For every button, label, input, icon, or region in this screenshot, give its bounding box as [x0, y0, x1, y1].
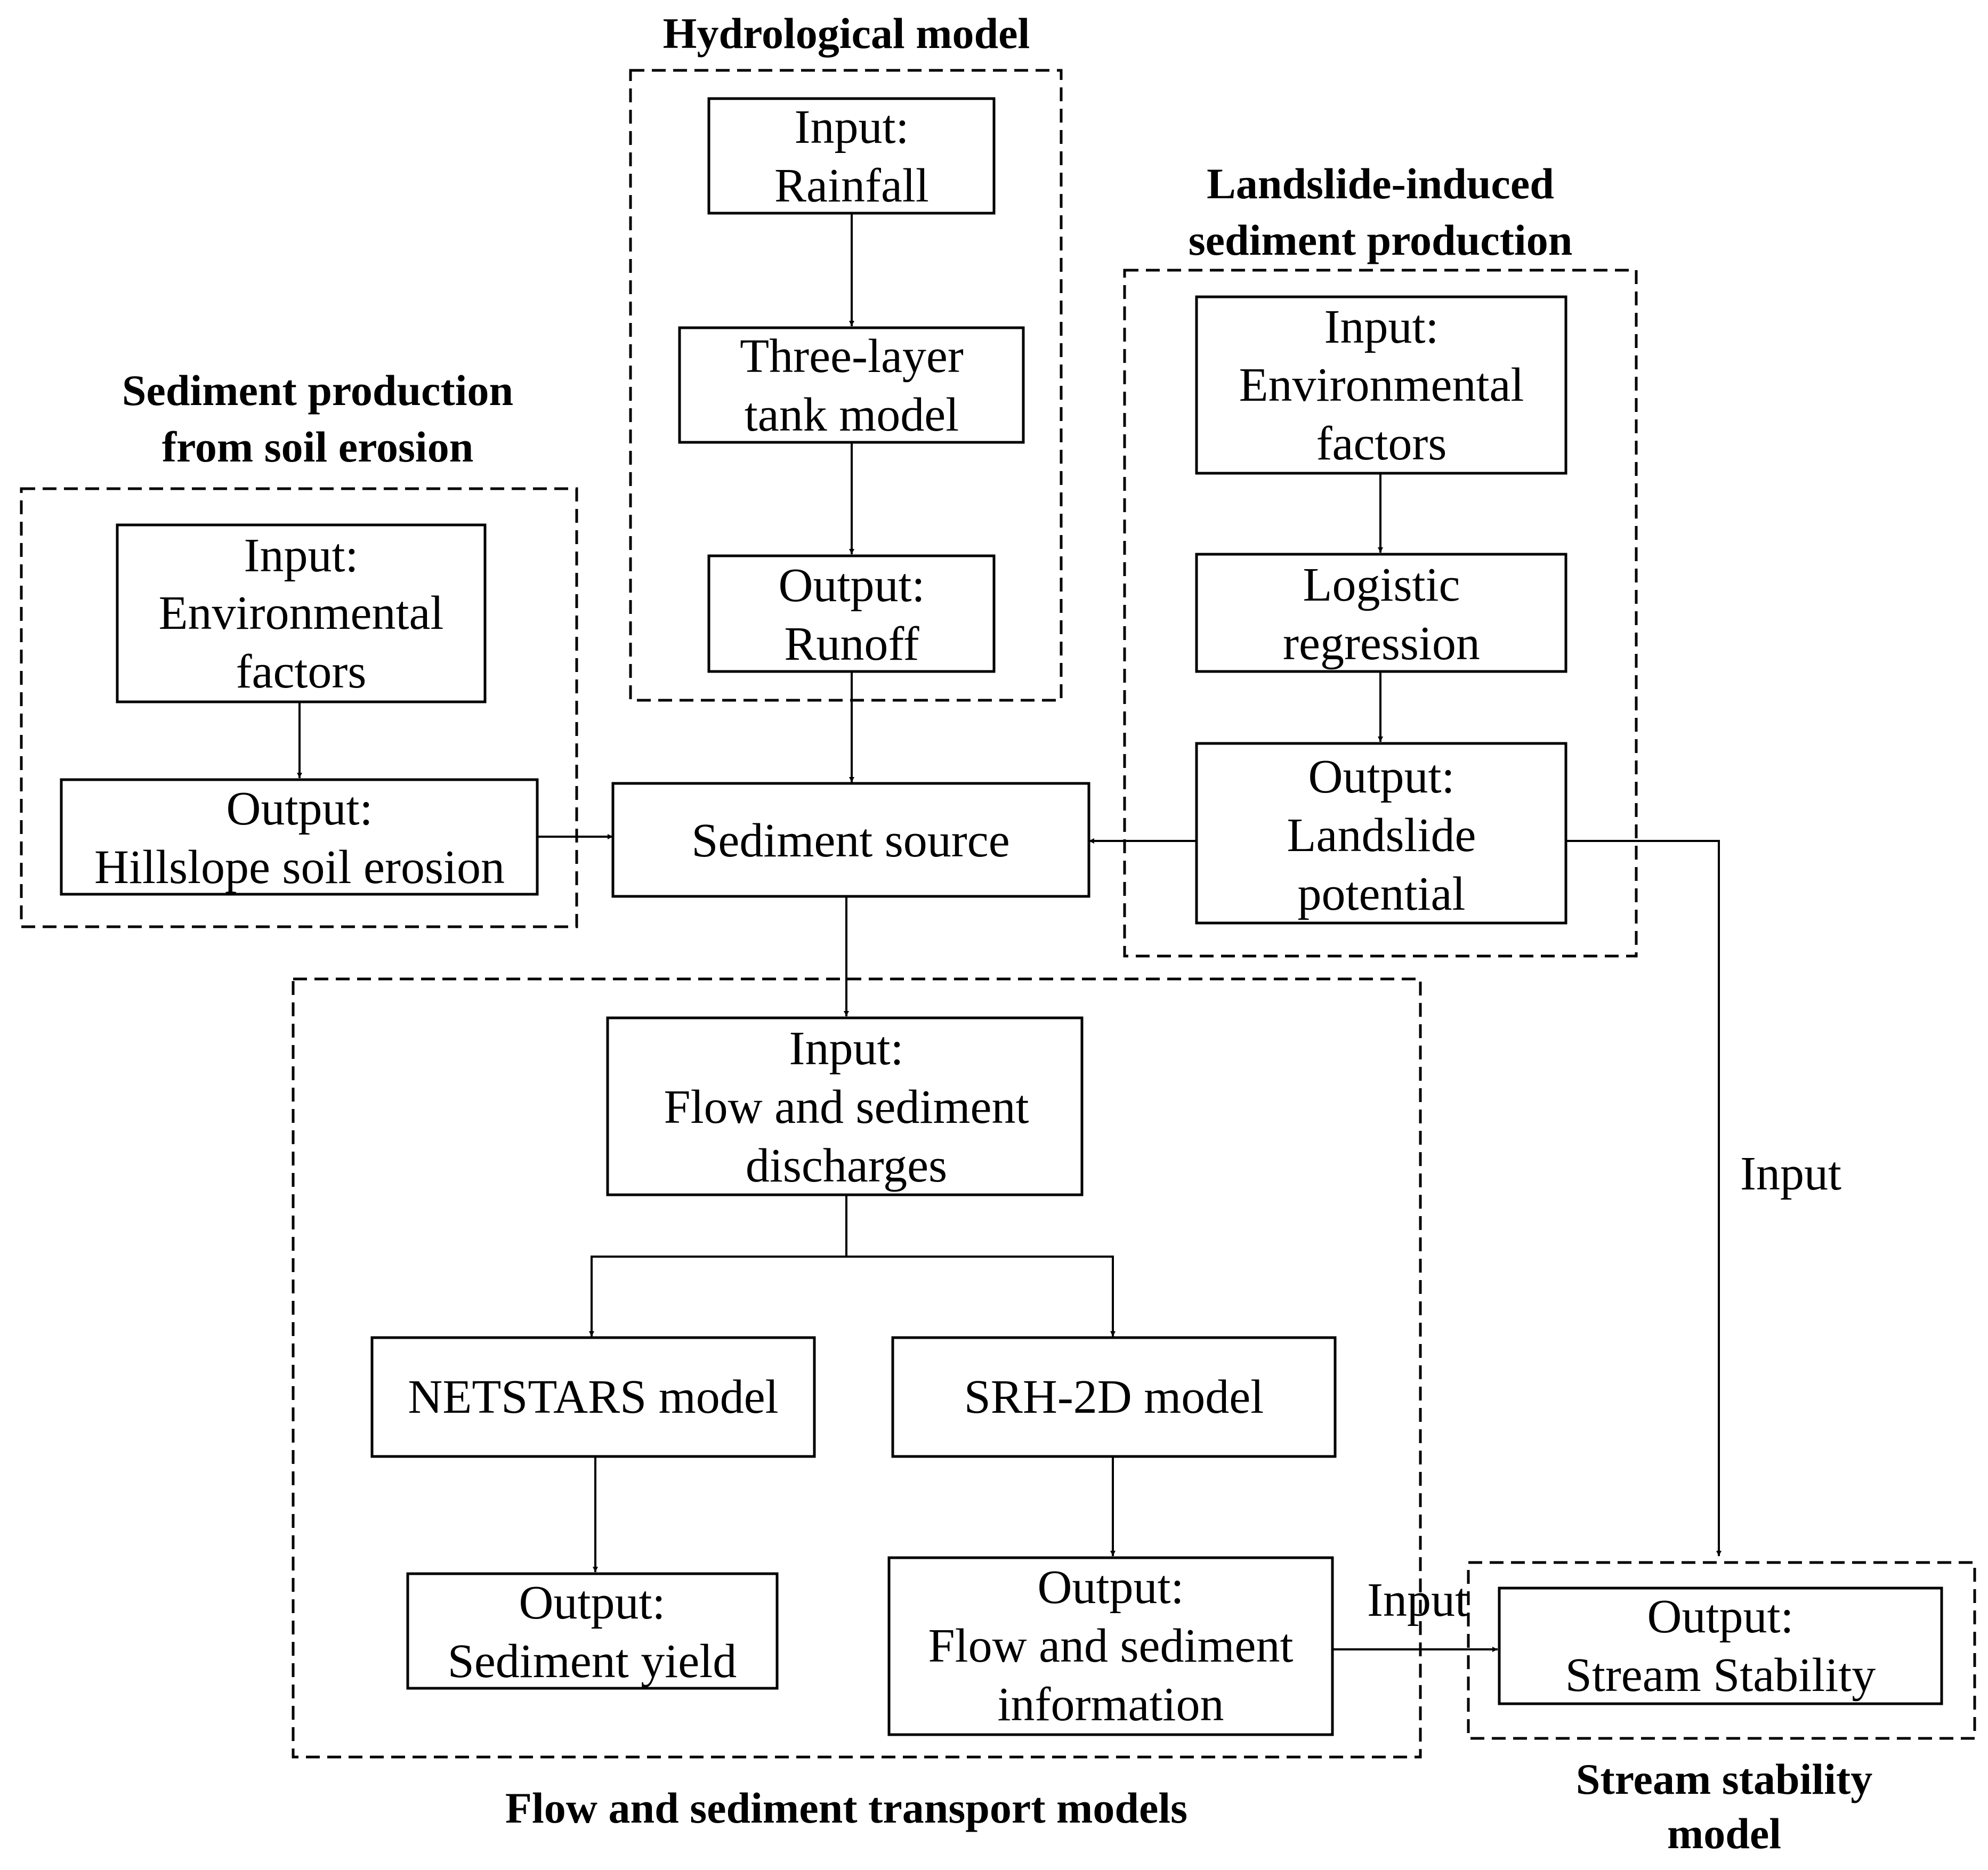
tank-model-line1: Three-layer	[740, 330, 964, 383]
flow-sediment-information-output-box	[887, 1556, 1334, 1736]
stream-stability-title-line2: model	[1667, 1809, 1781, 1858]
sediment-yield-output-box	[406, 1572, 779, 1690]
netstars-model-box	[370, 1336, 816, 1458]
soil-erosion-group	[20, 487, 578, 928]
hillslope-output-label: Output:	[226, 782, 373, 835]
stream-stability-output-box	[1498, 1586, 1943, 1705]
runoff-output-label: Output:	[778, 559, 925, 612]
landslide-environmental-input-box	[1195, 295, 1567, 475]
landslide-output-line2: Landslide	[1287, 809, 1476, 862]
sediment-yield-label: Output:	[519, 1576, 665, 1629]
flow-info-line1: Output:	[1037, 1561, 1184, 1614]
rainfall-input-box	[707, 97, 996, 215]
flow-sediment-input-box	[606, 1016, 1084, 1196]
transport-models-group	[292, 977, 1422, 1759]
logistic-line2: regression	[1283, 617, 1480, 670]
input-label-flow-info-to-stability: Input	[1367, 1574, 1468, 1626]
hillslope-output-value: Hillslope soil erosion	[94, 841, 505, 894]
connector-flow-input-split	[589, 1195, 847, 1337]
flow-input-line3: discharges	[746, 1139, 947, 1192]
logistic-regression-box	[1195, 553, 1567, 673]
logistic-line1: Logistic	[1303, 558, 1460, 611]
hydrological-model-title: Hydrological model	[663, 9, 1030, 58]
transport-models-title: Flow and sediment transport models	[505, 1784, 1187, 1832]
landslide-output-line3: potential	[1298, 868, 1466, 920]
rainfall-input-label: Input:	[795, 101, 909, 153]
landslide-potential-output-box	[1195, 742, 1567, 925]
sediment-source-label: Sediment source	[691, 814, 1009, 867]
landslide-input-line2: Environmental	[1239, 359, 1524, 411]
srh2d-model-box	[891, 1336, 1337, 1458]
soil-input-line2: Environmental	[159, 587, 444, 639]
sediment-yield-value: Sediment yield	[448, 1635, 737, 1688]
arrow-landslide-to-stability	[1565, 840, 1722, 1556]
flow-input-line1: Input:	[789, 1022, 904, 1075]
runoff-output-value: Runoff	[784, 618, 919, 670]
soil-input-line1: Input:	[244, 529, 359, 582]
landslide-group	[1123, 269, 1638, 958]
landslide-input-line1: Input:	[1324, 301, 1439, 353]
soil-erosion-title-line1: Sediment production	[122, 366, 513, 415]
runoff-output-box	[707, 554, 996, 673]
tank-model-line2: tank model	[745, 388, 959, 441]
soil-environmental-input-box	[116, 523, 487, 703]
sediment-source-box	[611, 782, 1090, 898]
connector-flow-input-to-srh2d	[846, 1256, 1116, 1337]
netstars-model-label: NETSTARS model	[408, 1371, 778, 1423]
flow-info-line2: Flow and sediment	[928, 1620, 1294, 1672]
tank-model-box	[678, 326, 1025, 444]
landslide-input-line3: factors	[1316, 417, 1447, 470]
stream-stability-value: Stream Stability	[1565, 1649, 1876, 1702]
landslide-output-line1: Output:	[1308, 750, 1454, 803]
hydrological-model-group	[629, 69, 1063, 702]
hillslope-erosion-output-box	[60, 778, 539, 896]
landslide-title-line1: Landslide-induced	[1207, 159, 1554, 208]
soil-input-line3: factors	[236, 645, 367, 698]
soil-erosion-title-line2: from soil erosion	[162, 423, 474, 471]
flow-info-line3: information	[998, 1678, 1224, 1731]
srh2d-model-label: SRH-2D model	[964, 1371, 1264, 1423]
input-label-landslide-to-stability: Input	[1740, 1147, 1841, 1200]
landslide-title-line2: sediment production	[1189, 216, 1573, 264]
flow-input-line2: Flow and sediment	[664, 1081, 1029, 1134]
stream-stability-title-line1: Stream stability	[1576, 1755, 1873, 1803]
rainfall-input-value: Rainfall	[774, 159, 929, 212]
stream-stability-label: Output:	[1647, 1590, 1793, 1643]
